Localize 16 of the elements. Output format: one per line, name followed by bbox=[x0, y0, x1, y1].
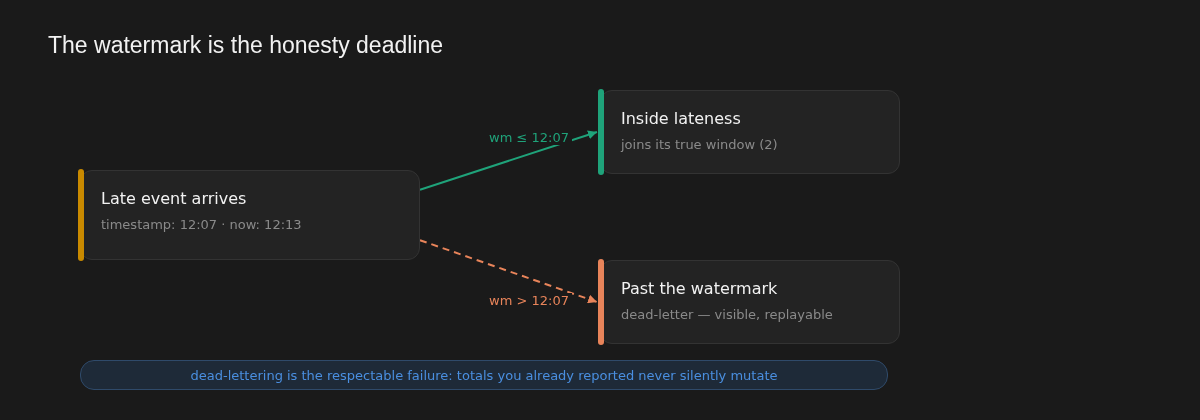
arrow bbox=[419, 130, 598, 191]
card-detail: joins its true window (2) bbox=[621, 137, 778, 152]
card-detail: dead-letter — visible, replayable bbox=[621, 307, 833, 322]
arrow bbox=[419, 239, 598, 304]
diagram-title: The watermark is the honesty deadline bbox=[48, 32, 444, 59]
card-heading: Inside lateness bbox=[621, 109, 741, 128]
note-text: dead-lettering is the respectable failure: totals you already reported never silently mutate bbox=[190, 367, 778, 383]
note-banner bbox=[80, 360, 888, 390]
event-card bbox=[600, 90, 900, 174]
edge-label: wm ≤ 12:07 bbox=[486, 130, 572, 145]
event-card bbox=[600, 260, 900, 344]
card-heading: Late event arrives bbox=[101, 189, 247, 208]
event-card bbox=[80, 170, 420, 260]
card-heading: Past the watermark bbox=[621, 279, 778, 298]
card-detail: timestamp: 12:07 · now: 12:13 bbox=[101, 217, 302, 232]
edge-label: wm > 12:07 bbox=[486, 293, 572, 308]
